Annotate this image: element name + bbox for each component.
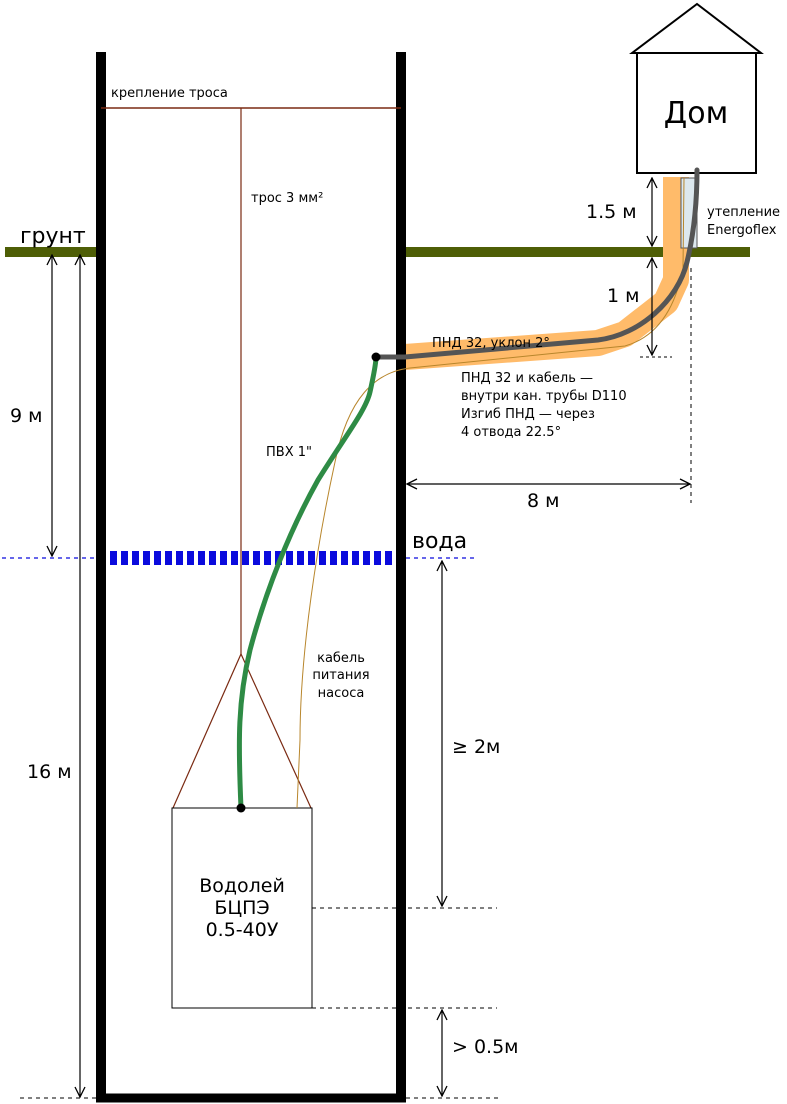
- pump-power-cable: [296, 177, 685, 809]
- pump-model-line1: Водолей: [199, 875, 285, 897]
- dim-water-depth-label: 9 м: [10, 405, 42, 427]
- rope-sling: [172, 652, 312, 809]
- dim-horizontal-label: 8 м: [527, 490, 559, 512]
- pipe-joint: [371, 352, 381, 362]
- pipe-slope-label: ПНД 32, уклон 2°: [432, 336, 550, 351]
- rope-label: трос 3 мм²: [251, 191, 323, 206]
- cable-label-line2: питания: [312, 668, 369, 683]
- dim-well-depth-label: 16 м: [27, 761, 72, 783]
- pvc-hose: [236, 354, 379, 811]
- pvc-hose-label: ПВХ 1": [266, 445, 312, 460]
- pipe-note-line4: 4 отвода 22.5°: [461, 425, 561, 440]
- ground-label: грунт: [20, 224, 86, 249]
- pump-model-line2: БЦПЭ: [214, 897, 269, 919]
- pump-outlet: [236, 803, 246, 813]
- cable-label-line3: насоса: [318, 686, 365, 701]
- pipe-note-line1: ПНД 32 и кабель —: [461, 371, 593, 386]
- dim-submersion-label: ≥ 2м: [452, 736, 500, 758]
- house-roof: [629, 2, 764, 54]
- house-label: Дом: [664, 96, 728, 131]
- hdpe-pipe: [373, 167, 700, 360]
- dim-pipe-depth-label: 1 м: [607, 285, 639, 307]
- cable-label-line1: кабель: [317, 651, 365, 666]
- dim-clearance-label: > 0.5м: [452, 1036, 519, 1058]
- pipe-note-line2: внутри кан. трубы D110: [461, 389, 627, 404]
- dim-house-height-label: 1.5 м: [586, 201, 637, 223]
- rope-mount-label: крепление троса: [111, 86, 228, 101]
- insulation-label-line1: утепление: [707, 205, 780, 220]
- water-label: вода: [412, 529, 467, 554]
- pump-model-line3: 0.5-40У: [206, 919, 279, 941]
- pipe-note-line3: Изгиб ПНД — через: [461, 407, 595, 422]
- insulation-label-line2: Energoflex: [707, 223, 777, 238]
